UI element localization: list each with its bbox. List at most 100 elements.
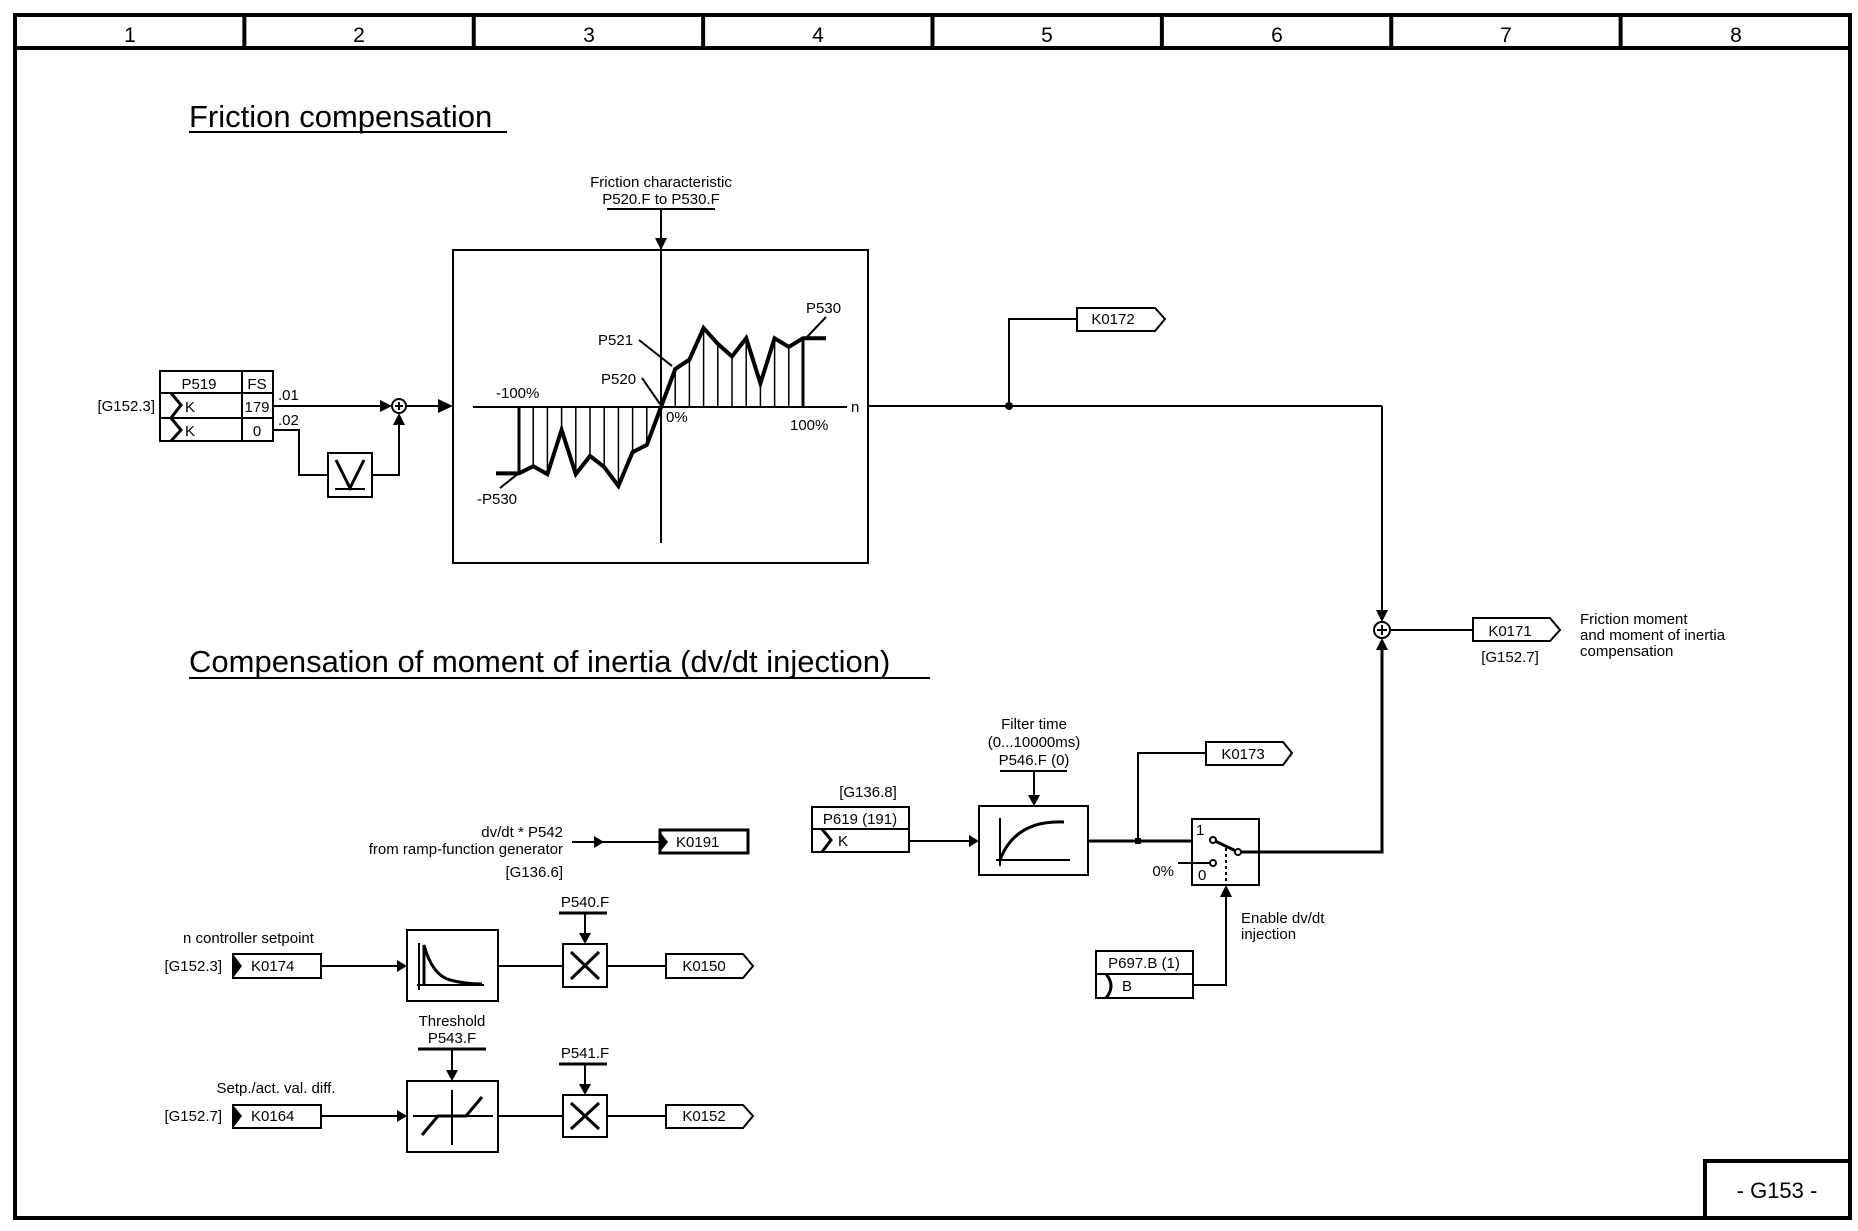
- column-label: 2: [353, 24, 365, 47]
- characteristic-point: [602, 465, 606, 469]
- leader-line: [641, 377, 661, 405]
- filter-param: P546.F (0): [999, 752, 1070, 769]
- k0164-label: K0164: [251, 1108, 294, 1125]
- p519-connector-1: K: [185, 399, 195, 416]
- column-label: 4: [812, 24, 824, 47]
- column-label: 7: [1500, 24, 1512, 47]
- friction-heading: Friction compensation: [189, 99, 492, 134]
- characteristic-point: [588, 454, 592, 458]
- setpoint-label: n controller setpoint: [183, 930, 315, 947]
- connector-k0172[interactable]: K0172: [1076, 307, 1167, 332]
- characteristic-point: [574, 472, 578, 476]
- differentiator-icon: [417, 943, 484, 990]
- column-label: 3: [583, 24, 595, 47]
- arrow-icon: [380, 400, 392, 412]
- arrow-icon: [969, 835, 979, 847]
- characteristic-point: [687, 358, 691, 362]
- characteristic-point: [673, 367, 677, 371]
- tick-label-neg100: -100%: [496, 385, 539, 402]
- leader-line: [499, 472, 520, 489]
- filter-range: (0...10000ms): [988, 734, 1081, 751]
- connector-input-icon: [169, 392, 183, 443]
- setpoint-ref: [G152.3]: [164, 958, 222, 975]
- arrow-icon: [1376, 638, 1388, 650]
- binector-input-icon: [1104, 973, 1113, 999]
- output-desc-2: and moment of inertia: [1580, 627, 1726, 644]
- dvdt-line1: dv/dt * P542: [481, 824, 563, 841]
- multiply-icon: [569, 1101, 601, 1131]
- connector-input-icon: [820, 828, 833, 853]
- k0191-label: K0191: [676, 834, 719, 851]
- p697-connector: B: [1122, 978, 1132, 995]
- p519-selector[interactable]: P519 FS K 179 K 0: [159, 370, 274, 443]
- switch-zero-input: 0%: [1152, 863, 1174, 880]
- summing-junction-1: [391, 398, 407, 414]
- p519-connector-2: K: [185, 423, 195, 440]
- friction-source-ref: [G152.3]: [97, 398, 155, 415]
- pt1-filter-icon: [996, 818, 1070, 866]
- connector-k0171[interactable]: K0171: [1472, 617, 1562, 642]
- characteristic-point: [702, 326, 706, 330]
- switch-icon: [1209, 836, 1242, 885]
- connector-k0152[interactable]: K0152: [665, 1104, 755, 1129]
- signal-line: [1137, 752, 1206, 841]
- characteristic-point: [659, 405, 663, 409]
- p519-value-1[interactable]: 179: [244, 399, 269, 416]
- connector-k0174[interactable]: K0174: [232, 953, 322, 979]
- point-label-p530: P530: [806, 300, 841, 317]
- p519-value-2[interactable]: 0: [253, 423, 261, 440]
- k0171-ref: [G152.7]: [1481, 649, 1539, 666]
- arrow-icon: [397, 1110, 407, 1122]
- characteristic-point: [631, 450, 635, 454]
- tick-label-pos100: 100%: [790, 417, 828, 434]
- filter-source-ref: [G136.8]: [839, 784, 897, 801]
- tick-label-zero: 0%: [666, 409, 688, 426]
- connector-k0191[interactable]: K0191: [658, 828, 750, 855]
- characteristic-point: [616, 484, 620, 488]
- characteristic-point: [801, 336, 805, 340]
- switch-pos1: 1: [1196, 822, 1204, 839]
- p619-selector[interactable]: P619 (191) K: [811, 806, 910, 853]
- p697-param: P697.B (1): [1108, 955, 1180, 972]
- arrow-icon: [438, 399, 453, 413]
- signal-line: [1193, 895, 1227, 986]
- enable-label-1: Enable dv/dt: [1241, 910, 1325, 927]
- arrow-icon: [579, 933, 591, 944]
- p697-selector[interactable]: P697.B (1) B: [1095, 950, 1194, 999]
- page-id: - G153 -: [1737, 1178, 1818, 1203]
- signal-line: [1008, 318, 1077, 406]
- connector-k0173[interactable]: K0173: [1205, 741, 1294, 766]
- arrow-icon: [1220, 885, 1232, 897]
- point-label-p520: P520: [601, 371, 636, 388]
- k0174-label: K0174: [251, 958, 294, 975]
- signal-line: [273, 429, 328, 476]
- column-label: 1: [124, 24, 136, 47]
- connector-k0164[interactable]: K0164: [232, 1104, 322, 1129]
- k0171-label: K0171: [1488, 623, 1531, 640]
- characteristic-point: [560, 428, 564, 432]
- column-label: 6: [1271, 24, 1283, 47]
- diff-ref: [G152.7]: [164, 1108, 222, 1125]
- arrow-icon: [446, 1070, 458, 1081]
- axis-label-n: n: [851, 399, 859, 416]
- characteristic-params: P520.F to P530.F: [602, 191, 720, 208]
- characteristic-point: [730, 354, 734, 358]
- threshold-param: P543.F: [428, 1030, 476, 1047]
- k0150-label: K0150: [682, 958, 725, 975]
- differentiator-block[interactable]: [406, 929, 499, 1002]
- p519-fs: FS: [247, 376, 266, 393]
- inertia-heading: Compensation of moment of inertia (dv/dt…: [189, 644, 890, 679]
- leader-line: [806, 316, 827, 338]
- summing-junction-2: [1373, 621, 1391, 639]
- p519-param: P519: [181, 376, 216, 393]
- page-id-box: [1703, 1159, 1852, 1220]
- characteristic-point: [773, 336, 777, 340]
- column-label: 8: [1730, 24, 1742, 47]
- sheet-frame: 1 2 3 4 5 6 7 8 - G153 -: [13, 13, 1852, 1220]
- characteristic-point: [787, 345, 791, 349]
- k0152-label: K0152: [682, 1108, 725, 1125]
- connector-k0150[interactable]: K0150: [665, 953, 755, 979]
- pt1-filter-block[interactable]: [978, 805, 1089, 876]
- arrow-icon: [1376, 610, 1388, 622]
- frame-border: [13, 13, 1852, 1220]
